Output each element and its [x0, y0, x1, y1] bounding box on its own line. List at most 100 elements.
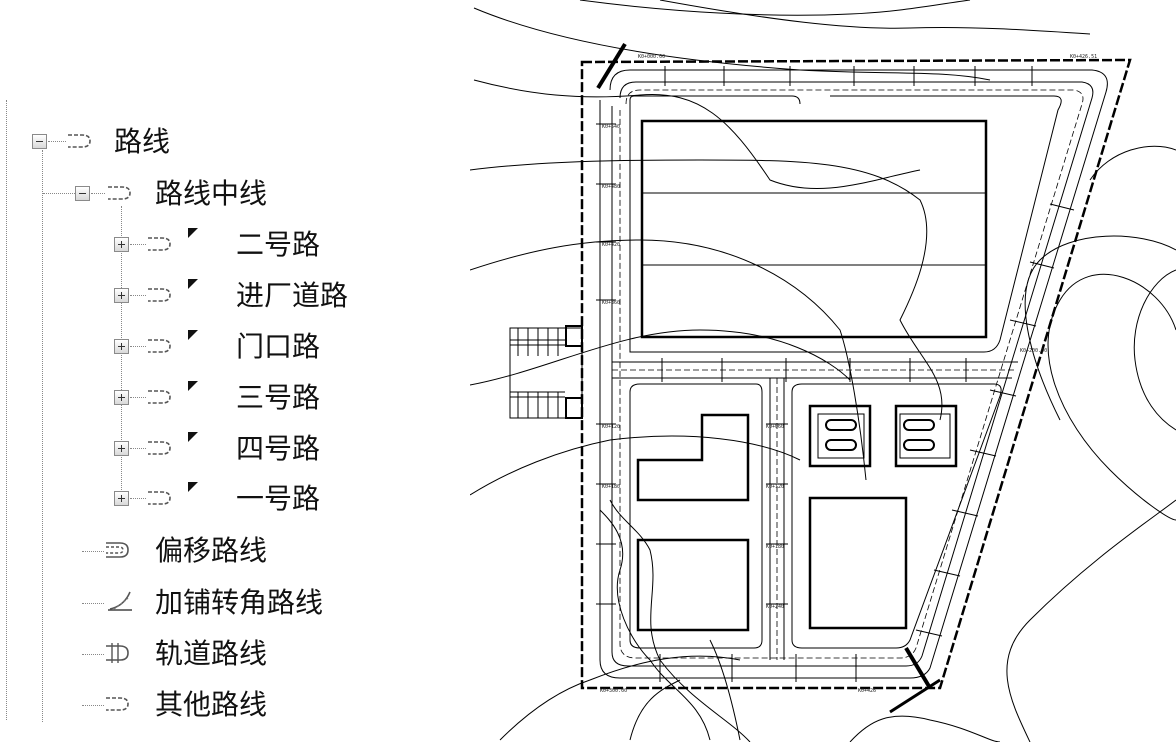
station-label: K0+240	[766, 604, 784, 610]
contour-line	[629, 679, 681, 741]
station-label: K0+180	[602, 484, 620, 490]
expand-toggle[interactable]	[114, 339, 129, 354]
tree-node-label[interactable]: 轨道路线	[155, 637, 268, 670]
expand-toggle[interactable]	[114, 288, 129, 303]
contour-line	[659, 0, 1091, 35]
tree-node-label[interactable]: 路线	[114, 125, 171, 158]
tree-connector	[82, 603, 104, 604]
tree-node-label[interactable]: 偏移路线	[155, 534, 268, 567]
block-outline	[629, 95, 801, 105]
corner-marker	[904, 646, 932, 690]
flag-icon	[188, 330, 198, 340]
contour-line	[470, 239, 867, 481]
tree-connector	[130, 397, 146, 398]
flag-icon	[188, 279, 198, 289]
widening-corner-route-icon	[108, 591, 132, 611]
road-centerline	[619, 89, 1084, 659]
tree-connector	[82, 654, 104, 655]
station-label: K0+420	[602, 242, 620, 248]
contour-line	[499, 655, 741, 741]
collapse-toggle[interactable]	[75, 186, 90, 201]
route-tree-panel: 路线 路线中线 二号路 进厂道路 门口路 三号路 四号路 一号路 偏移路线	[0, 0, 470, 742]
tree-connector	[130, 498, 146, 499]
station-label: K0+200.00	[1020, 348, 1047, 354]
gate-hatch	[510, 391, 565, 418]
offset-route-icon	[106, 542, 129, 558]
contour-line	[473, 79, 921, 190]
tree-connector	[82, 551, 104, 552]
station-label: K0+540	[602, 124, 620, 130]
tree-connector	[43, 193, 75, 194]
route-icon	[148, 237, 171, 251]
expand-toggle[interactable]	[114, 491, 129, 506]
expand-toggle[interactable]	[114, 441, 129, 456]
rail-route-icon	[106, 643, 129, 663]
perimeter-road-outer	[599, 69, 1108, 679]
flag-icon	[188, 482, 198, 492]
station-ticks	[766, 423, 788, 605]
tree-node-label[interactable]: 路线中线	[155, 177, 268, 210]
site-plan-drawing[interactable]: K0+000.00 K0+426.51 K0+540 K0+480 K0+420…	[470, 0, 1176, 742]
contour-line	[470, 435, 801, 496]
contour-line	[1133, 269, 1176, 431]
expand-toggle[interactable]	[114, 390, 129, 405]
perimeter-road-inner	[611, 81, 1094, 667]
tree-node-label[interactable]: 加铺转角路线	[155, 586, 324, 619]
contour-line	[1006, 499, 1176, 742]
contour-line	[599, 509, 711, 741]
flag-icon	[188, 228, 198, 238]
contour-line	[849, 715, 1001, 742]
station-ticks	[596, 123, 616, 605]
expand-toggle[interactable]	[114, 237, 129, 252]
station-label: K0+060	[766, 424, 784, 430]
contour-line	[709, 639, 741, 741]
tree-node-label[interactable]: 其他路线	[155, 688, 268, 721]
contour-line	[470, 329, 851, 386]
station-label: K0+120	[766, 484, 784, 490]
road-item-label[interactable]: 二号路	[236, 228, 321, 261]
station-label: K0+180	[766, 544, 784, 550]
tank-inner-wall	[817, 413, 865, 459]
flag-icon	[188, 381, 198, 391]
block-outline	[629, 383, 763, 649]
tree-guide-line	[42, 150, 43, 722]
station-label: K0+120	[602, 424, 620, 430]
route-icon	[68, 134, 91, 148]
contour-line	[579, 0, 971, 16]
corner-marker	[596, 42, 627, 90]
station-label: K0+480	[602, 184, 620, 190]
route-icon	[108, 186, 131, 200]
collapse-toggle[interactable]	[32, 134, 47, 149]
block-outline	[791, 383, 1002, 649]
contour-line	[470, 159, 943, 421]
route-icon	[148, 441, 171, 455]
station-label: K0+426.51	[1070, 54, 1097, 60]
site-boundary	[580, 58, 1132, 690]
station-ticks	[915, 203, 1075, 637]
tree-guide-line	[6, 100, 7, 720]
road-item-label[interactable]: 三号路	[236, 381, 321, 414]
road-item-label[interactable]: 进厂道路	[236, 279, 349, 312]
contour-line	[609, 499, 751, 742]
contour-line	[1047, 273, 1176, 521]
station-label: K0+360	[602, 300, 620, 306]
contour-line	[473, 7, 991, 81]
entrance-gate	[509, 327, 583, 419]
tree-connector	[91, 193, 105, 194]
flag-icon	[188, 432, 198, 442]
tree-connector	[130, 244, 146, 245]
tank-enclosure	[808, 404, 872, 468]
tree-connector	[130, 346, 146, 347]
tank-enclosure	[894, 404, 958, 468]
lower-right-building	[808, 496, 908, 630]
route-icon	[148, 491, 171, 505]
tank	[903, 439, 935, 451]
tank	[903, 419, 935, 431]
tree-connector	[130, 295, 146, 296]
road-item-label[interactable]: 四号路	[236, 432, 321, 465]
road-item-label[interactable]: 门口路	[236, 330, 321, 363]
station-label: K0+426	[858, 688, 876, 694]
station-ticks	[661, 358, 967, 382]
road-item-label[interactable]: 一号路	[236, 482, 321, 515]
gate-post	[565, 325, 583, 347]
